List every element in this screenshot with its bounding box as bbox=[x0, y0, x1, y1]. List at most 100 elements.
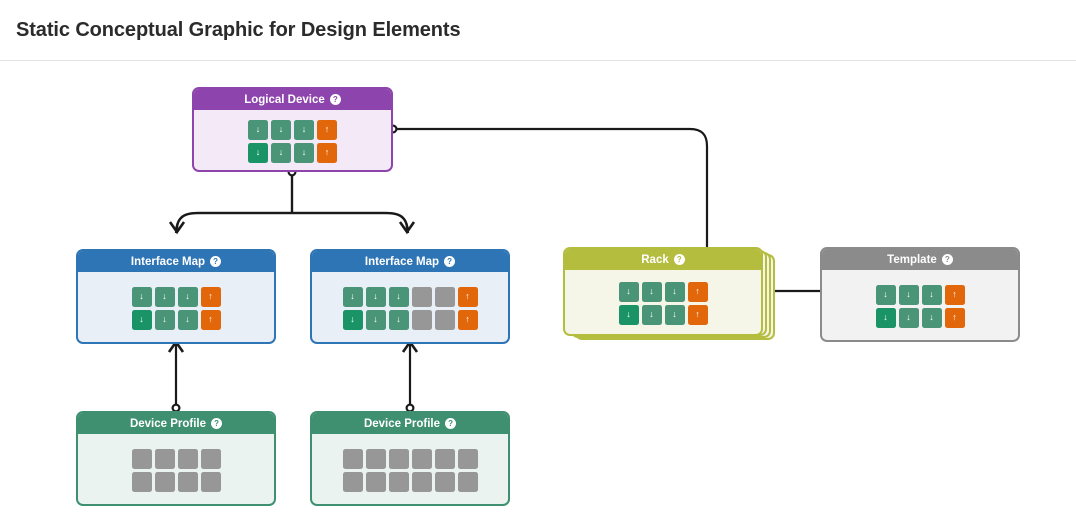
port-blank bbox=[434, 286, 455, 307]
port-down-arrow: ↓ bbox=[664, 281, 685, 302]
connector-logical-device-to-rack bbox=[394, 127, 709, 248]
node-template[interactable]: Template ? ↓↓↓↑↓↓↓↑ bbox=[820, 247, 1020, 342]
port-blank bbox=[434, 448, 455, 469]
node-device-profile-left-body bbox=[78, 434, 274, 504]
port-blank bbox=[200, 448, 221, 469]
node-template-label: Template bbox=[887, 253, 937, 266]
node-interface-map-right-body: ↓↓↓↑↓↓↓↑ bbox=[312, 272, 508, 342]
port-down-arrow: ↓ bbox=[271, 119, 291, 140]
connector-split-bar bbox=[175, 211, 409, 231]
port-down-arrow: ↓ bbox=[294, 119, 314, 140]
port-grid: ↓↓↓↑↓↓↓↑ bbox=[875, 284, 965, 328]
port-down-arrow: ↓ bbox=[921, 284, 942, 305]
port-blank bbox=[177, 471, 198, 492]
port-grid bbox=[342, 448, 478, 492]
port-down-arrow: ↓ bbox=[618, 281, 639, 302]
port-down-arrow: ↓ bbox=[177, 309, 198, 330]
help-icon[interactable]: ? bbox=[941, 254, 953, 265]
node-device-profile-left-header: Device Profile ? bbox=[78, 413, 274, 434]
port-down-arrow: ↓ bbox=[664, 304, 685, 325]
connector-arrow-right bbox=[398, 221, 416, 235]
node-device-profile-right-body bbox=[312, 434, 508, 504]
port-up-arrow: ↑ bbox=[200, 286, 221, 307]
port-blank bbox=[365, 471, 386, 492]
help-icon[interactable]: ? bbox=[210, 256, 222, 267]
port-up-arrow: ↑ bbox=[317, 142, 337, 163]
port-down-arrow: ↓ bbox=[248, 142, 268, 163]
port-blank bbox=[342, 471, 363, 492]
port-grid: ↓↓↓↑↓↓↓↑ bbox=[131, 286, 221, 330]
port-blank bbox=[457, 471, 478, 492]
node-interface-map-right-label: Interface Map bbox=[364, 255, 440, 268]
port-down-arrow: ↓ bbox=[898, 284, 919, 305]
node-interface-map-left[interactable]: Interface Map ? ↓↓↓↑↓↓↓↑ bbox=[76, 249, 276, 344]
port-up-arrow: ↑ bbox=[944, 307, 965, 328]
port-down-arrow: ↓ bbox=[365, 286, 386, 307]
node-logical-device[interactable]: Logical Device ? ↓↓↓↑↓↓↓↑ bbox=[192, 87, 393, 172]
port-down-arrow: ↓ bbox=[294, 142, 314, 163]
diagram-canvas: Logical Device ? ↓↓↓↑↓↓↓↑ Interface Map … bbox=[0, 61, 1076, 520]
port-down-arrow: ↓ bbox=[177, 286, 198, 307]
node-device-profile-right-header: Device Profile ? bbox=[312, 413, 508, 434]
port-grid bbox=[131, 448, 221, 492]
node-rack[interactable]: Rack ? ↓↓↓↑↓↓↓↑ bbox=[563, 247, 763, 336]
port-down-arrow: ↓ bbox=[154, 286, 175, 307]
port-up-arrow: ↑ bbox=[457, 286, 478, 307]
port-grid: ↓↓↓↑↓↓↓↑ bbox=[342, 286, 478, 330]
node-logical-device-label: Logical Device bbox=[244, 93, 325, 106]
port-down-arrow: ↓ bbox=[342, 286, 363, 307]
port-blank bbox=[411, 309, 432, 330]
help-icon[interactable]: ? bbox=[329, 94, 341, 105]
node-template-body: ↓↓↓↑↓↓↓↑ bbox=[822, 270, 1018, 340]
port-up-arrow: ↑ bbox=[457, 309, 478, 330]
port-down-arrow: ↓ bbox=[641, 304, 662, 325]
help-icon[interactable]: ? bbox=[445, 418, 457, 429]
port-blank bbox=[388, 448, 409, 469]
port-down-arrow: ↓ bbox=[875, 307, 896, 328]
node-logical-device-header: Logical Device ? bbox=[194, 89, 391, 110]
port-blank bbox=[342, 448, 363, 469]
port-grid: ↓↓↓↑↓↓↓↑ bbox=[618, 281, 708, 325]
node-interface-map-right[interactable]: Interface Map ? ↓↓↓↑↓↓↓↑ bbox=[310, 249, 510, 344]
port-blank bbox=[131, 471, 152, 492]
help-icon[interactable]: ? bbox=[444, 256, 456, 267]
node-device-profile-left[interactable]: Device Profile ? bbox=[76, 411, 276, 506]
port-up-arrow: ↑ bbox=[317, 119, 337, 140]
port-blank bbox=[388, 471, 409, 492]
port-blank bbox=[365, 448, 386, 469]
port-down-arrow: ↓ bbox=[898, 307, 919, 328]
port-blank bbox=[131, 448, 152, 469]
port-blank bbox=[434, 309, 455, 330]
port-down-arrow: ↓ bbox=[131, 309, 152, 330]
help-icon[interactable]: ? bbox=[211, 418, 223, 429]
connector-logical-device-to-interface-maps bbox=[174, 173, 410, 234]
port-blank bbox=[411, 471, 432, 492]
node-logical-device-body: ↓↓↓↑↓↓↓↑ bbox=[194, 110, 391, 170]
port-blank bbox=[411, 286, 432, 307]
port-blank bbox=[411, 448, 432, 469]
port-down-arrow: ↓ bbox=[248, 119, 268, 140]
port-blank bbox=[200, 471, 221, 492]
port-blank bbox=[177, 448, 198, 469]
port-down-arrow: ↓ bbox=[154, 309, 175, 330]
help-icon[interactable]: ? bbox=[673, 254, 685, 265]
port-grid: ↓↓↓↑↓↓↓↑ bbox=[248, 119, 337, 163]
node-interface-map-left-header: Interface Map ? bbox=[78, 251, 274, 272]
port-blank bbox=[154, 448, 175, 469]
port-blank bbox=[154, 471, 175, 492]
node-template-header: Template ? bbox=[822, 249, 1018, 270]
page-title: Static Conceptual Graphic for Design Ele… bbox=[16, 18, 461, 41]
port-down-arrow: ↓ bbox=[921, 307, 942, 328]
port-down-arrow: ↓ bbox=[388, 309, 409, 330]
port-down-arrow: ↓ bbox=[618, 304, 639, 325]
port-up-arrow: ↑ bbox=[200, 309, 221, 330]
node-rack-body: ↓↓↓↑↓↓↓↑ bbox=[565, 270, 761, 334]
port-down-arrow: ↓ bbox=[271, 142, 291, 163]
node-device-profile-right[interactable]: Device Profile ? bbox=[310, 411, 510, 506]
port-down-arrow: ↓ bbox=[365, 309, 386, 330]
node-rack-label: Rack bbox=[641, 253, 669, 266]
node-interface-map-left-body: ↓↓↓↑↓↓↓↑ bbox=[78, 272, 274, 342]
port-down-arrow: ↓ bbox=[641, 281, 662, 302]
port-up-arrow: ↑ bbox=[944, 284, 965, 305]
connector-arrow-left bbox=[168, 221, 186, 235]
